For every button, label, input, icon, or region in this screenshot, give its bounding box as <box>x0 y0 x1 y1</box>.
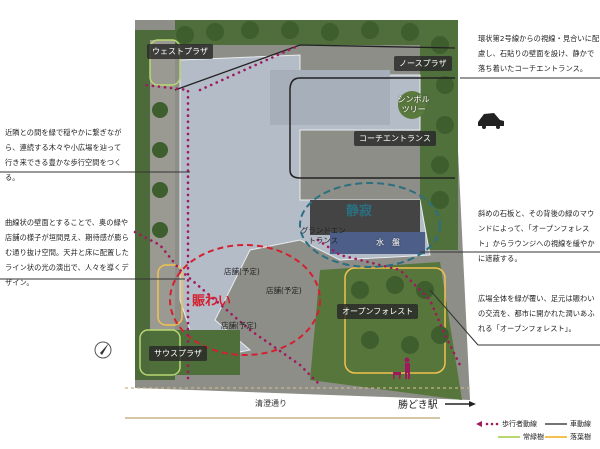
legend-deciduous: 落葉樹 <box>570 432 591 442</box>
pedestrian-routes <box>133 43 462 387</box>
note-open-forest: 広場全体を緑が覆い、足元は賑わいの交流を、都市に開かれた潤いあふれる「オープンフ… <box>478 294 595 333</box>
trees <box>152 21 454 354</box>
legend-marks <box>445 401 567 438</box>
serenity-zone <box>299 182 441 268</box>
label-street: 清澄通り <box>255 399 287 408</box>
label-symbol-tree: シンボルツリー <box>397 95 430 114</box>
arrow-right-icon <box>469 401 476 407</box>
legend-pedestrian: 歩行者動線 <box>502 419 537 429</box>
label-open-forest: オープンフォレスト <box>337 304 419 319</box>
compass-icon <box>94 341 112 359</box>
label-store-3: 店舗(予定) <box>221 321 257 330</box>
vehicle-route <box>289 77 455 179</box>
legend-evergreen: 常緑樹 <box>523 432 544 442</box>
note-curved-wall: 曲線状の壁面とすることで、奥の緑や店舗の様子が垣間見え、期待感が膨らむ通り抜け空… <box>5 218 129 287</box>
label-coach-entrance: コーチエントランス <box>354 131 436 146</box>
bustle-zone <box>169 244 321 356</box>
label-water-basin: 水 盤 <box>376 238 400 247</box>
label-serenity: 静寂 <box>346 204 373 219</box>
legend-deciduous-label: 落葉樹 <box>570 433 591 441</box>
car-icon <box>478 113 504 126</box>
label-north-plaza: ノースプラザ <box>394 56 452 71</box>
label-west-plaza: ウェストプラザ <box>147 44 213 59</box>
water-basin <box>330 232 425 254</box>
label-bustle: 賑わい <box>192 294 232 309</box>
label-store-1: 店舗(予定) <box>224 267 260 276</box>
pedestrian-dog-icon <box>393 357 410 379</box>
label-station: 勝どき駅 <box>398 400 438 411</box>
note-walkway: 近隣との間を緑で穏やかに繋ぎながら、連続する木々や小広場を辿って行き来できる豊か… <box>5 128 122 182</box>
note-mound: 斜めの石板と、その背後の緑のマウンドによって、「オープンフォレスト」からラウンジ… <box>478 209 595 263</box>
note-coach-entrance: 環状第2号線からの視線・見合いに配慮し、石貼りの壁面を設け、静かで落ち着いたコー… <box>478 34 600 73</box>
legend-evergreen-label: 常緑樹 <box>523 433 544 441</box>
label-south-plaza: サウスプラザ <box>149 346 207 361</box>
label-grand-entrance: グランドエントランス <box>300 226 346 245</box>
legend-vehicle: 車動線 <box>570 419 591 429</box>
label-store-2: 店舗(予定) <box>266 286 302 295</box>
legend-vehicle-label: 車動線 <box>570 420 591 428</box>
legend-pedestrian-label: 歩行者動線 <box>502 420 537 428</box>
